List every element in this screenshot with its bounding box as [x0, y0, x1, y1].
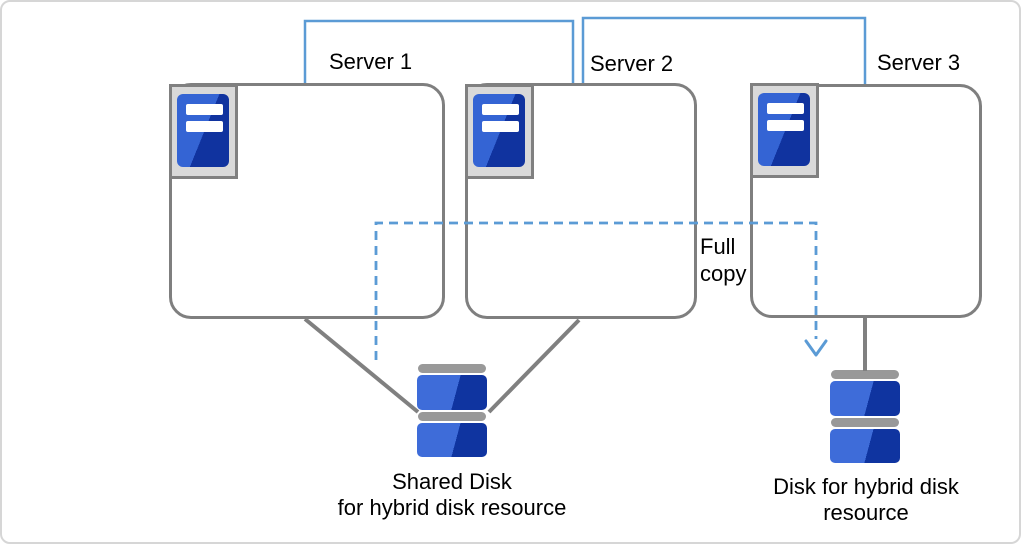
server-icon-body	[473, 94, 525, 167]
server-icon-body	[177, 94, 229, 167]
disk-cap	[831, 370, 899, 379]
server-1-label: Server 1	[329, 49, 413, 74]
hybrid-disk-icon	[830, 370, 900, 463]
disk-platter	[830, 429, 900, 463]
server-drive-slot	[186, 104, 223, 115]
server-drive-slot	[767, 103, 804, 114]
server-drive-slot	[482, 121, 519, 132]
hybrid-disk-label: Disk for hybrid disk resource	[773, 474, 959, 525]
disk-cap	[418, 412, 486, 421]
server1-disk-connector	[303, 317, 420, 414]
shared-disk-label: Shared Disk for hybrid disk resource	[337, 469, 567, 520]
arrow-down-icon	[804, 339, 828, 357]
server2-disk-connector	[487, 318, 581, 414]
server-icon-body	[758, 93, 810, 166]
server-drive-slot	[482, 104, 519, 115]
full-copy-label: Full copy	[700, 234, 747, 286]
disk-platter	[830, 381, 900, 416]
disk-platter	[417, 423, 487, 457]
server-icon	[750, 83, 819, 178]
disk-platter	[417, 375, 487, 410]
shared-disk-icon	[417, 364, 487, 457]
disk-cap	[418, 364, 486, 373]
server-icon	[465, 84, 534, 179]
server-icon	[169, 84, 238, 179]
server-3-label: Server 3	[877, 50, 961, 75]
server-2-label: Server 2	[590, 51, 674, 76]
server-drive-slot	[186, 121, 223, 132]
disk-cap	[831, 418, 899, 427]
server-drive-slot	[767, 120, 804, 131]
